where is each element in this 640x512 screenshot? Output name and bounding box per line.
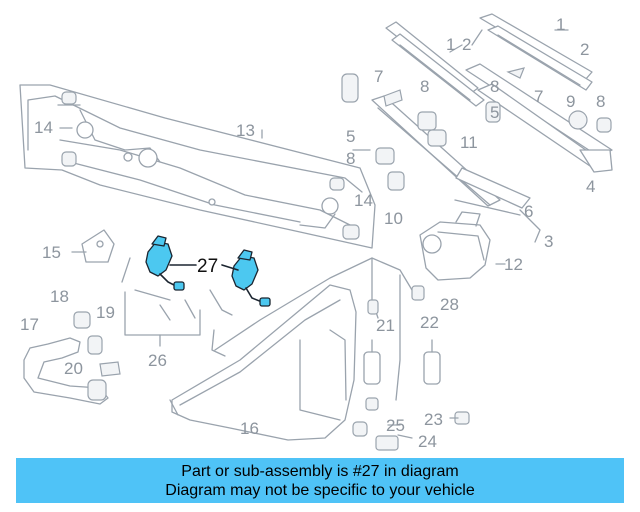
callout-24: 24 [418,432,437,451]
callout-13: 13 [236,121,255,140]
callout-12: 12 [504,255,523,274]
wiper-linkage-frame [19,84,376,249]
callout-2: 2 [462,35,471,54]
callout-labels: 1 1 2 2 7 7 8 8 9 8 5 5 14 13 11 8 4 14 … [20,15,605,451]
callout-7: 7 [534,87,543,106]
bracket [81,229,115,263]
callout-8: 8 [346,149,355,168]
washer-pump-right [231,249,271,307]
callout-6: 6 [524,202,533,221]
callout-5: 5 [346,127,355,146]
callout-14: 14 [34,118,53,137]
callout-23: 23 [424,410,443,429]
link-rod [454,167,531,216]
washer-hose [214,257,425,401]
callout-8: 8 [420,77,429,96]
hose-kit [121,257,233,357]
washer-pump-left [145,235,185,291]
fasteners [341,67,612,191]
leader-lines [59,29,569,439]
callout-27-arrows [169,264,239,271]
bushing-right [329,177,360,240]
washer-reservoir [169,284,357,441]
callout-22: 22 [420,313,439,332]
wiper-arm-right [371,63,613,207]
callout-1: 1 [446,35,455,54]
callout-16: 16 [240,419,259,438]
callout-18: 18 [50,287,69,306]
callout-25: 25 [386,416,405,435]
callout-5: 5 [490,103,499,122]
callout-8: 8 [596,92,605,111]
callout-19: 19 [96,303,115,322]
callout-28: 28 [440,295,459,314]
small-parts-lower [352,397,470,451]
callout-15: 15 [42,243,61,262]
bushing-left [57,91,81,167]
callout-2: 2 [580,40,589,59]
info-banner: Part or sub-assembly is #27 in diagram D… [16,458,624,503]
level-sensor-22 [423,339,441,385]
callout-26: 26 [148,351,167,370]
callout-7: 7 [374,67,383,86]
banner-line-2: Diagram may not be specific to your vehi… [165,481,475,499]
parts-diagram: 1 1 2 2 7 7 8 8 9 8 5 5 14 13 11 8 4 14 … [19,13,613,451]
wiper-motor [419,211,491,281]
callout-9: 9 [566,92,575,111]
callout-17: 17 [20,315,39,334]
callout-8: 8 [490,77,499,96]
callout-21: 21 [376,316,395,335]
callout-4: 4 [586,177,595,196]
banner-line-1: Part or sub-assembly is #27 in diagram [181,462,459,480]
callout-27: 27 [197,256,218,277]
callout-11: 11 [460,133,478,152]
callout-14: 14 [354,191,373,210]
callout-10: 10 [384,209,403,228]
filler-neck [23,311,121,405]
callout-20: 20 [64,359,83,378]
wiper-arms [385,13,593,107]
callout-3: 3 [544,232,553,251]
callout-1: 1 [556,15,565,34]
level-sensor-21 [363,339,381,385]
